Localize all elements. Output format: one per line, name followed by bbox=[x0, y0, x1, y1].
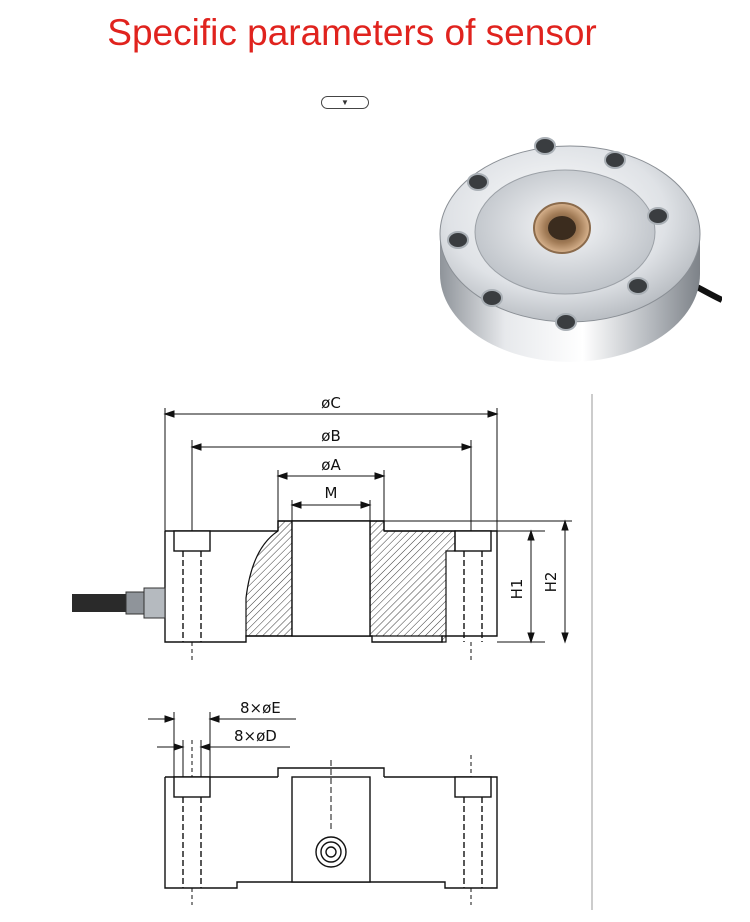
label-thread-m: M bbox=[325, 484, 338, 502]
collapse-toggle[interactable]: ▼ bbox=[321, 96, 369, 109]
label-dia-c: øC bbox=[321, 394, 341, 412]
label-h2: H2 bbox=[542, 572, 560, 593]
label-dia-b: øB bbox=[321, 427, 340, 445]
cable-connector bbox=[72, 587, 166, 619]
dimension-drawing: øC øB øA M H1 H2 bbox=[72, 394, 593, 910]
label-h1: H1 bbox=[508, 579, 526, 600]
label-holes-d: 8×øD bbox=[234, 727, 277, 745]
label-dia-a: øA bbox=[321, 456, 341, 474]
page-title: Specific parameters of sensor bbox=[107, 12, 597, 53]
sensor-photo bbox=[439, 137, 722, 362]
label-holes-e: 8×øE bbox=[240, 699, 281, 717]
chevron-down-icon: ▼ bbox=[341, 98, 349, 107]
